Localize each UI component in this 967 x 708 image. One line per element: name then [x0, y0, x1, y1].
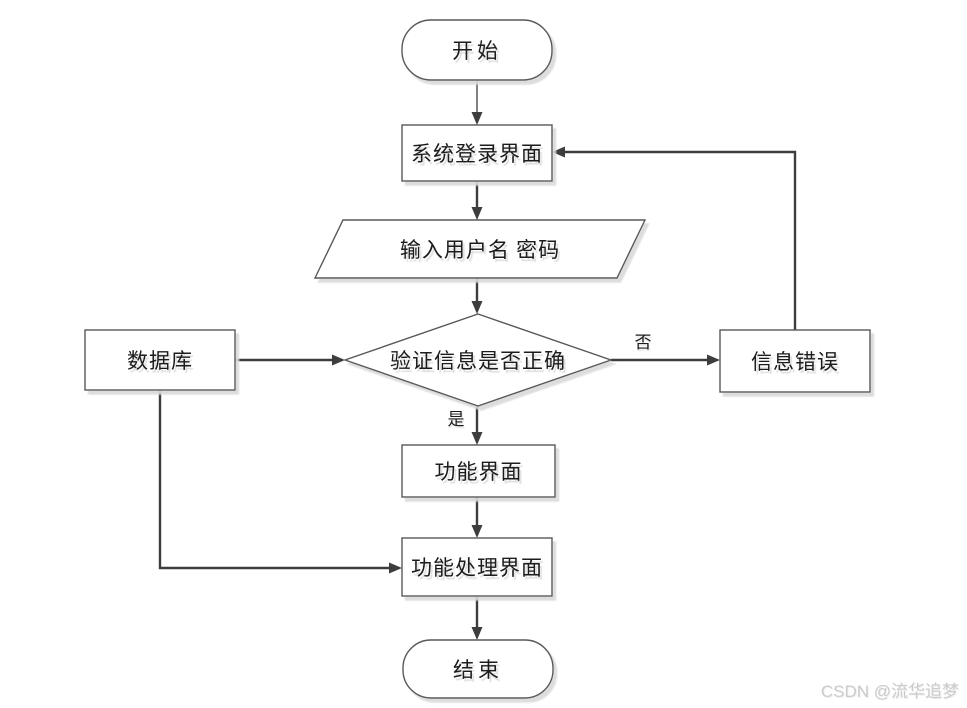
database-node-shape [84, 329, 236, 391]
arrowhead-database-to-verify [332, 354, 345, 366]
node-shapes [84, 19, 871, 699]
input-node-shape [313, 219, 647, 279]
arrowhead-login-to-input [471, 207, 483, 220]
funcprocess-node-shape [401, 537, 553, 597]
start-node-shape [401, 19, 553, 81]
arrowhead-start-to-login [471, 112, 483, 125]
verify-decision-shape [342, 313, 614, 407]
arrowhead-verify-to-error [707, 354, 720, 366]
arrowhead-database-to-funcprocess [389, 562, 402, 574]
arrowhead-error-to-login [552, 146, 565, 158]
error-node-shape [719, 329, 871, 393]
arrowhead-input-to-verify [471, 301, 483, 314]
connector-database-to-funcprocess [158, 390, 390, 570]
arrowhead-funcprocess-to-end [471, 627, 483, 640]
arrowhead-func-to-funcprocess [471, 525, 483, 538]
login-node-shape [401, 124, 553, 182]
connectors [158, 80, 797, 640]
func-node-shape [401, 444, 556, 498]
end-node-shape [402, 639, 554, 699]
arrowhead-verify-to-func [471, 432, 483, 445]
connector-error-to-login [565, 150, 797, 330]
